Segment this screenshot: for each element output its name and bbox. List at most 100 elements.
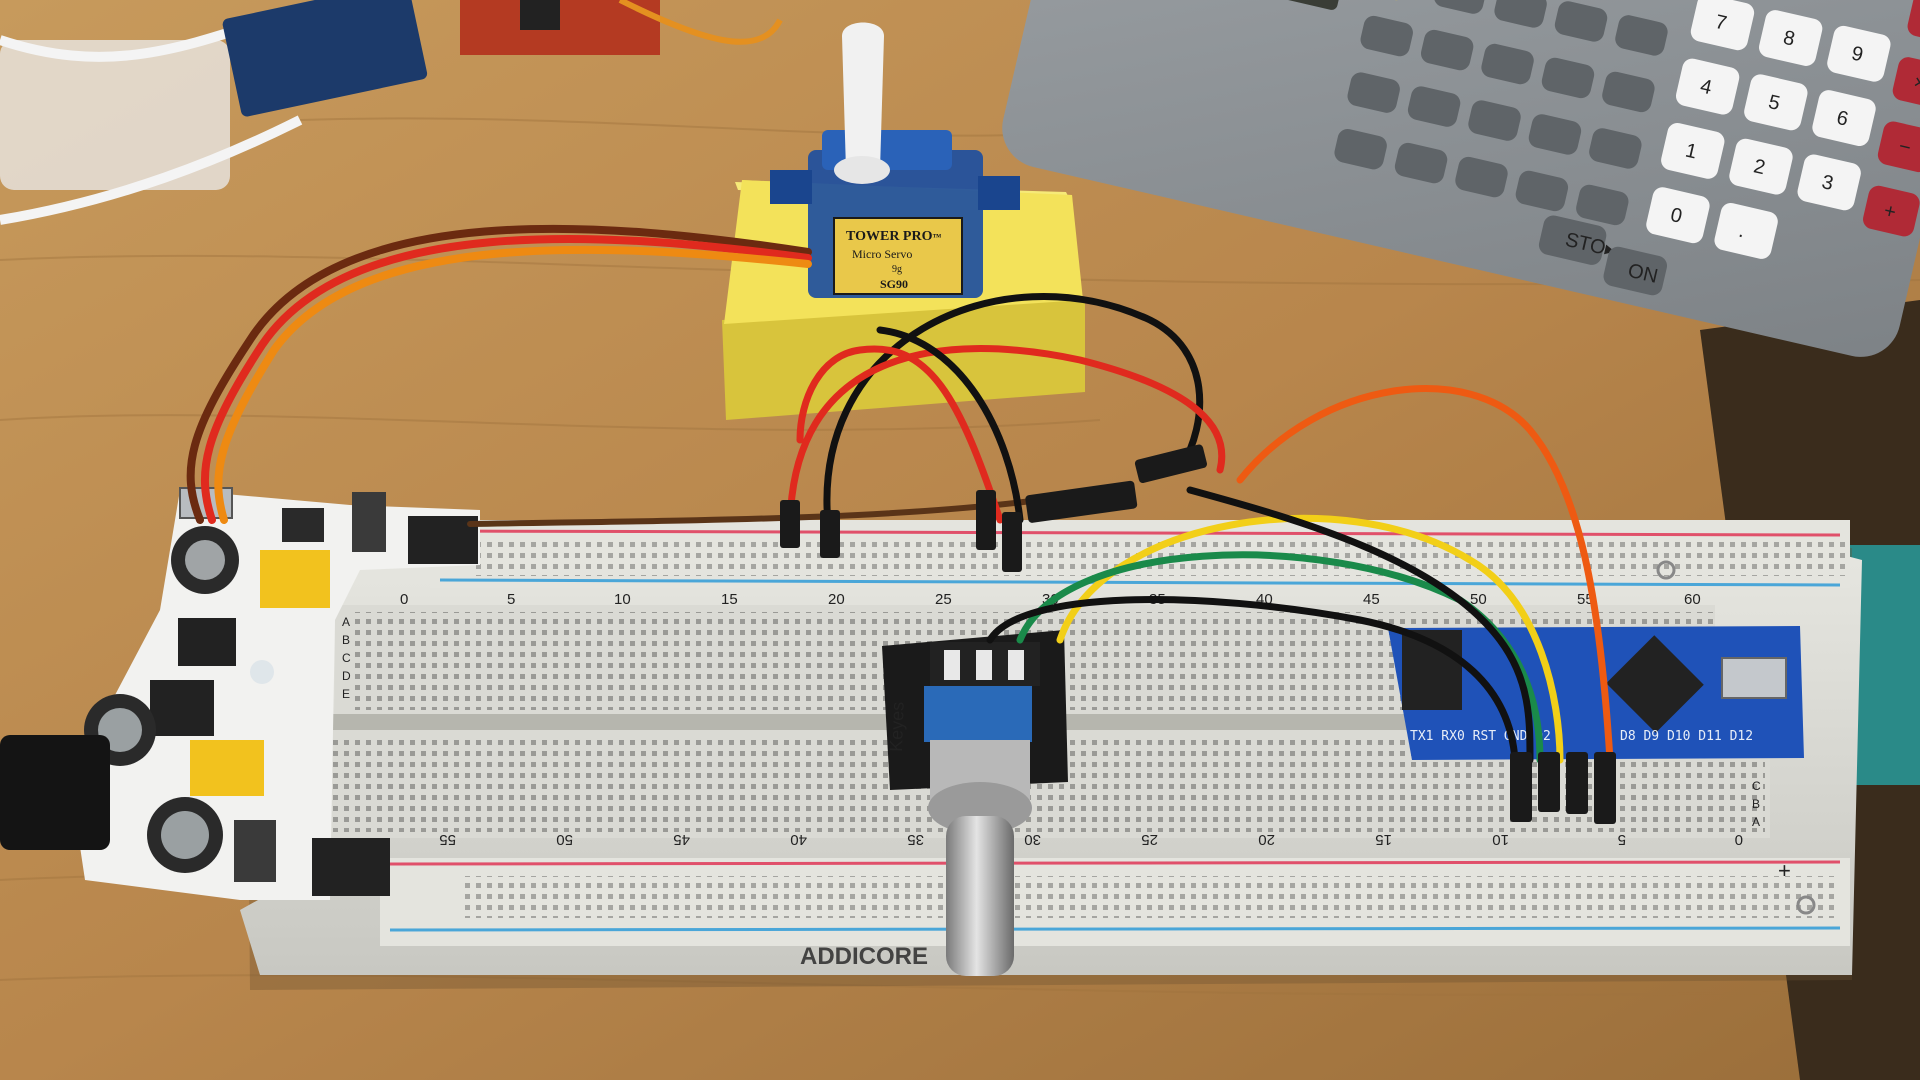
top-column-number: 0 — [400, 591, 408, 608]
calculator-key — [1744, 74, 1808, 131]
svg-text:TOWER PRO™: TOWER PRO™ — [846, 229, 941, 244]
black-wire-4 — [1186, 486, 1534, 764]
servo-mount-ear-right — [978, 176, 1020, 210]
calculator-key-label: . — [1737, 220, 1747, 243]
top-column-number: 15 — [721, 591, 738, 608]
servo-cable-red — [200, 234, 812, 524]
top-column-number: 60 — [1684, 591, 1701, 608]
encoder-shaft — [946, 816, 1014, 976]
calculator-key — [1646, 187, 1710, 244]
top-column-number: 25 — [935, 591, 952, 608]
calculator-key — [1468, 100, 1521, 141]
encoder-header-pins — [944, 650, 1024, 680]
bottom-column-number: 30 — [1024, 831, 1041, 848]
row-letter: C — [342, 651, 351, 665]
servo-model-line: Micro Servo — [852, 247, 912, 261]
calculator-key — [1334, 128, 1387, 170]
calculator-keys: 2nd7894561230.÷×−+STO▸ON — [1334, 0, 1920, 296]
servo-size: 9g — [892, 264, 902, 275]
top-column-number: 5 — [507, 591, 515, 608]
servo-label: TOWER PRO™ Micro Servo 9g SG90 — [833, 217, 963, 295]
servo-part: SG90 — [880, 277, 908, 291]
small-chip — [520, 0, 560, 30]
rotary-encoder-module: Keyes — [882, 630, 1068, 976]
calculator-key — [1602, 71, 1655, 113]
calculator-key — [1589, 128, 1642, 169]
bottom-column-number: 15 — [1375, 831, 1392, 848]
dc-barrel-jack — [0, 735, 110, 850]
calculator-key — [1603, 246, 1668, 296]
calculator-key — [1494, 0, 1547, 28]
calculator-key-label: 9 — [1849, 42, 1865, 66]
psu-chip — [282, 508, 324, 542]
calculator-key-label: 1 — [1683, 140, 1699, 164]
calculator-key — [1554, 1, 1608, 42]
header-block-bottom — [312, 838, 390, 896]
servo-horn-base — [834, 156, 890, 184]
calculator-key — [1576, 184, 1629, 226]
calculator-key — [1541, 57, 1595, 99]
top-rail-blue-line — [439, 578, 1841, 587]
calculator-key-label: 4 — [1698, 75, 1714, 99]
calculator-key — [1714, 203, 1778, 259]
yellow-jumpers-top — [260, 550, 330, 608]
black-wire-3 — [986, 596, 1519, 764]
encoder-body — [924, 686, 1032, 742]
bottom-rail-red-line — [389, 860, 1841, 866]
calculator-key — [1892, 57, 1920, 108]
jumper-connectors — [780, 444, 1616, 824]
calculator-key — [1347, 72, 1400, 113]
calculator-key — [1420, 29, 1474, 71]
bottom-column-number: 40 — [790, 831, 807, 848]
header-block-top — [408, 516, 478, 564]
servo-cable-brown — [186, 224, 812, 524]
encoder-brand: Keyes — [886, 701, 908, 752]
row-letter: D — [342, 669, 351, 683]
bottom-column-number: 5 — [1618, 831, 1626, 848]
bottom-column-number: 10 — [1492, 831, 1509, 848]
black-wire-2 — [876, 326, 1024, 524]
regulator — [178, 618, 236, 666]
calculator-key — [1528, 114, 1582, 155]
servo-horn — [842, 22, 884, 170]
clutter-top-left — [0, 0, 783, 225]
nano-pcb — [1388, 626, 1804, 760]
calculator-key — [1661, 122, 1725, 179]
calculator-key-label: 2 — [1751, 155, 1767, 179]
bottom-column-number: 45 — [673, 831, 690, 848]
wires — [186, 224, 1614, 764]
calculator-key — [1360, 15, 1413, 57]
calculator-key — [1455, 156, 1508, 198]
calculator-key — [1481, 43, 1534, 85]
row-letter: A — [342, 615, 350, 629]
servo-tm: ™ — [932, 232, 941, 242]
mount-hole-bottom-right — [1796, 895, 1816, 915]
servo-cable-orange — [214, 245, 812, 524]
led — [250, 660, 274, 684]
arduino-nano: TX1 RX0 RST GND D2 D8 D9 D10 D11 D12 — [1388, 626, 1804, 760]
rail-plus-sign: + — [1778, 858, 1791, 883]
calculator-key-label: 7 — [1713, 11, 1729, 35]
nano-usb-port — [1721, 657, 1787, 699]
top-rail-red-line — [439, 529, 1841, 537]
yellow-wire — [1056, 514, 1564, 764]
yellow-jumpers-bottom — [190, 740, 264, 796]
calculator-key-label: 3 — [1820, 171, 1836, 195]
servo-brand: TOWER PRO — [846, 229, 933, 244]
regulator-2 — [150, 680, 214, 736]
calculator-key-label: 6 — [1835, 107, 1851, 131]
nano-bottom-labels-2: D8 D9 D10 D11 D12 — [1620, 729, 1753, 744]
calculator-key — [1797, 154, 1861, 211]
calculator-key-label: 0 — [1668, 204, 1684, 228]
mount-hole-top-right — [1656, 560, 1676, 580]
bottom-rail-holes — [460, 876, 1840, 918]
calculator-key — [1827, 25, 1891, 82]
blue-board — [222, 0, 428, 117]
calculator-key — [1515, 170, 1569, 212]
row-letter: C — [1752, 779, 1761, 793]
lower-right-row-letters: CBA — [1752, 779, 1761, 829]
row-letter: B — [1752, 797, 1760, 811]
top-column-number: 45 — [1363, 591, 1380, 608]
